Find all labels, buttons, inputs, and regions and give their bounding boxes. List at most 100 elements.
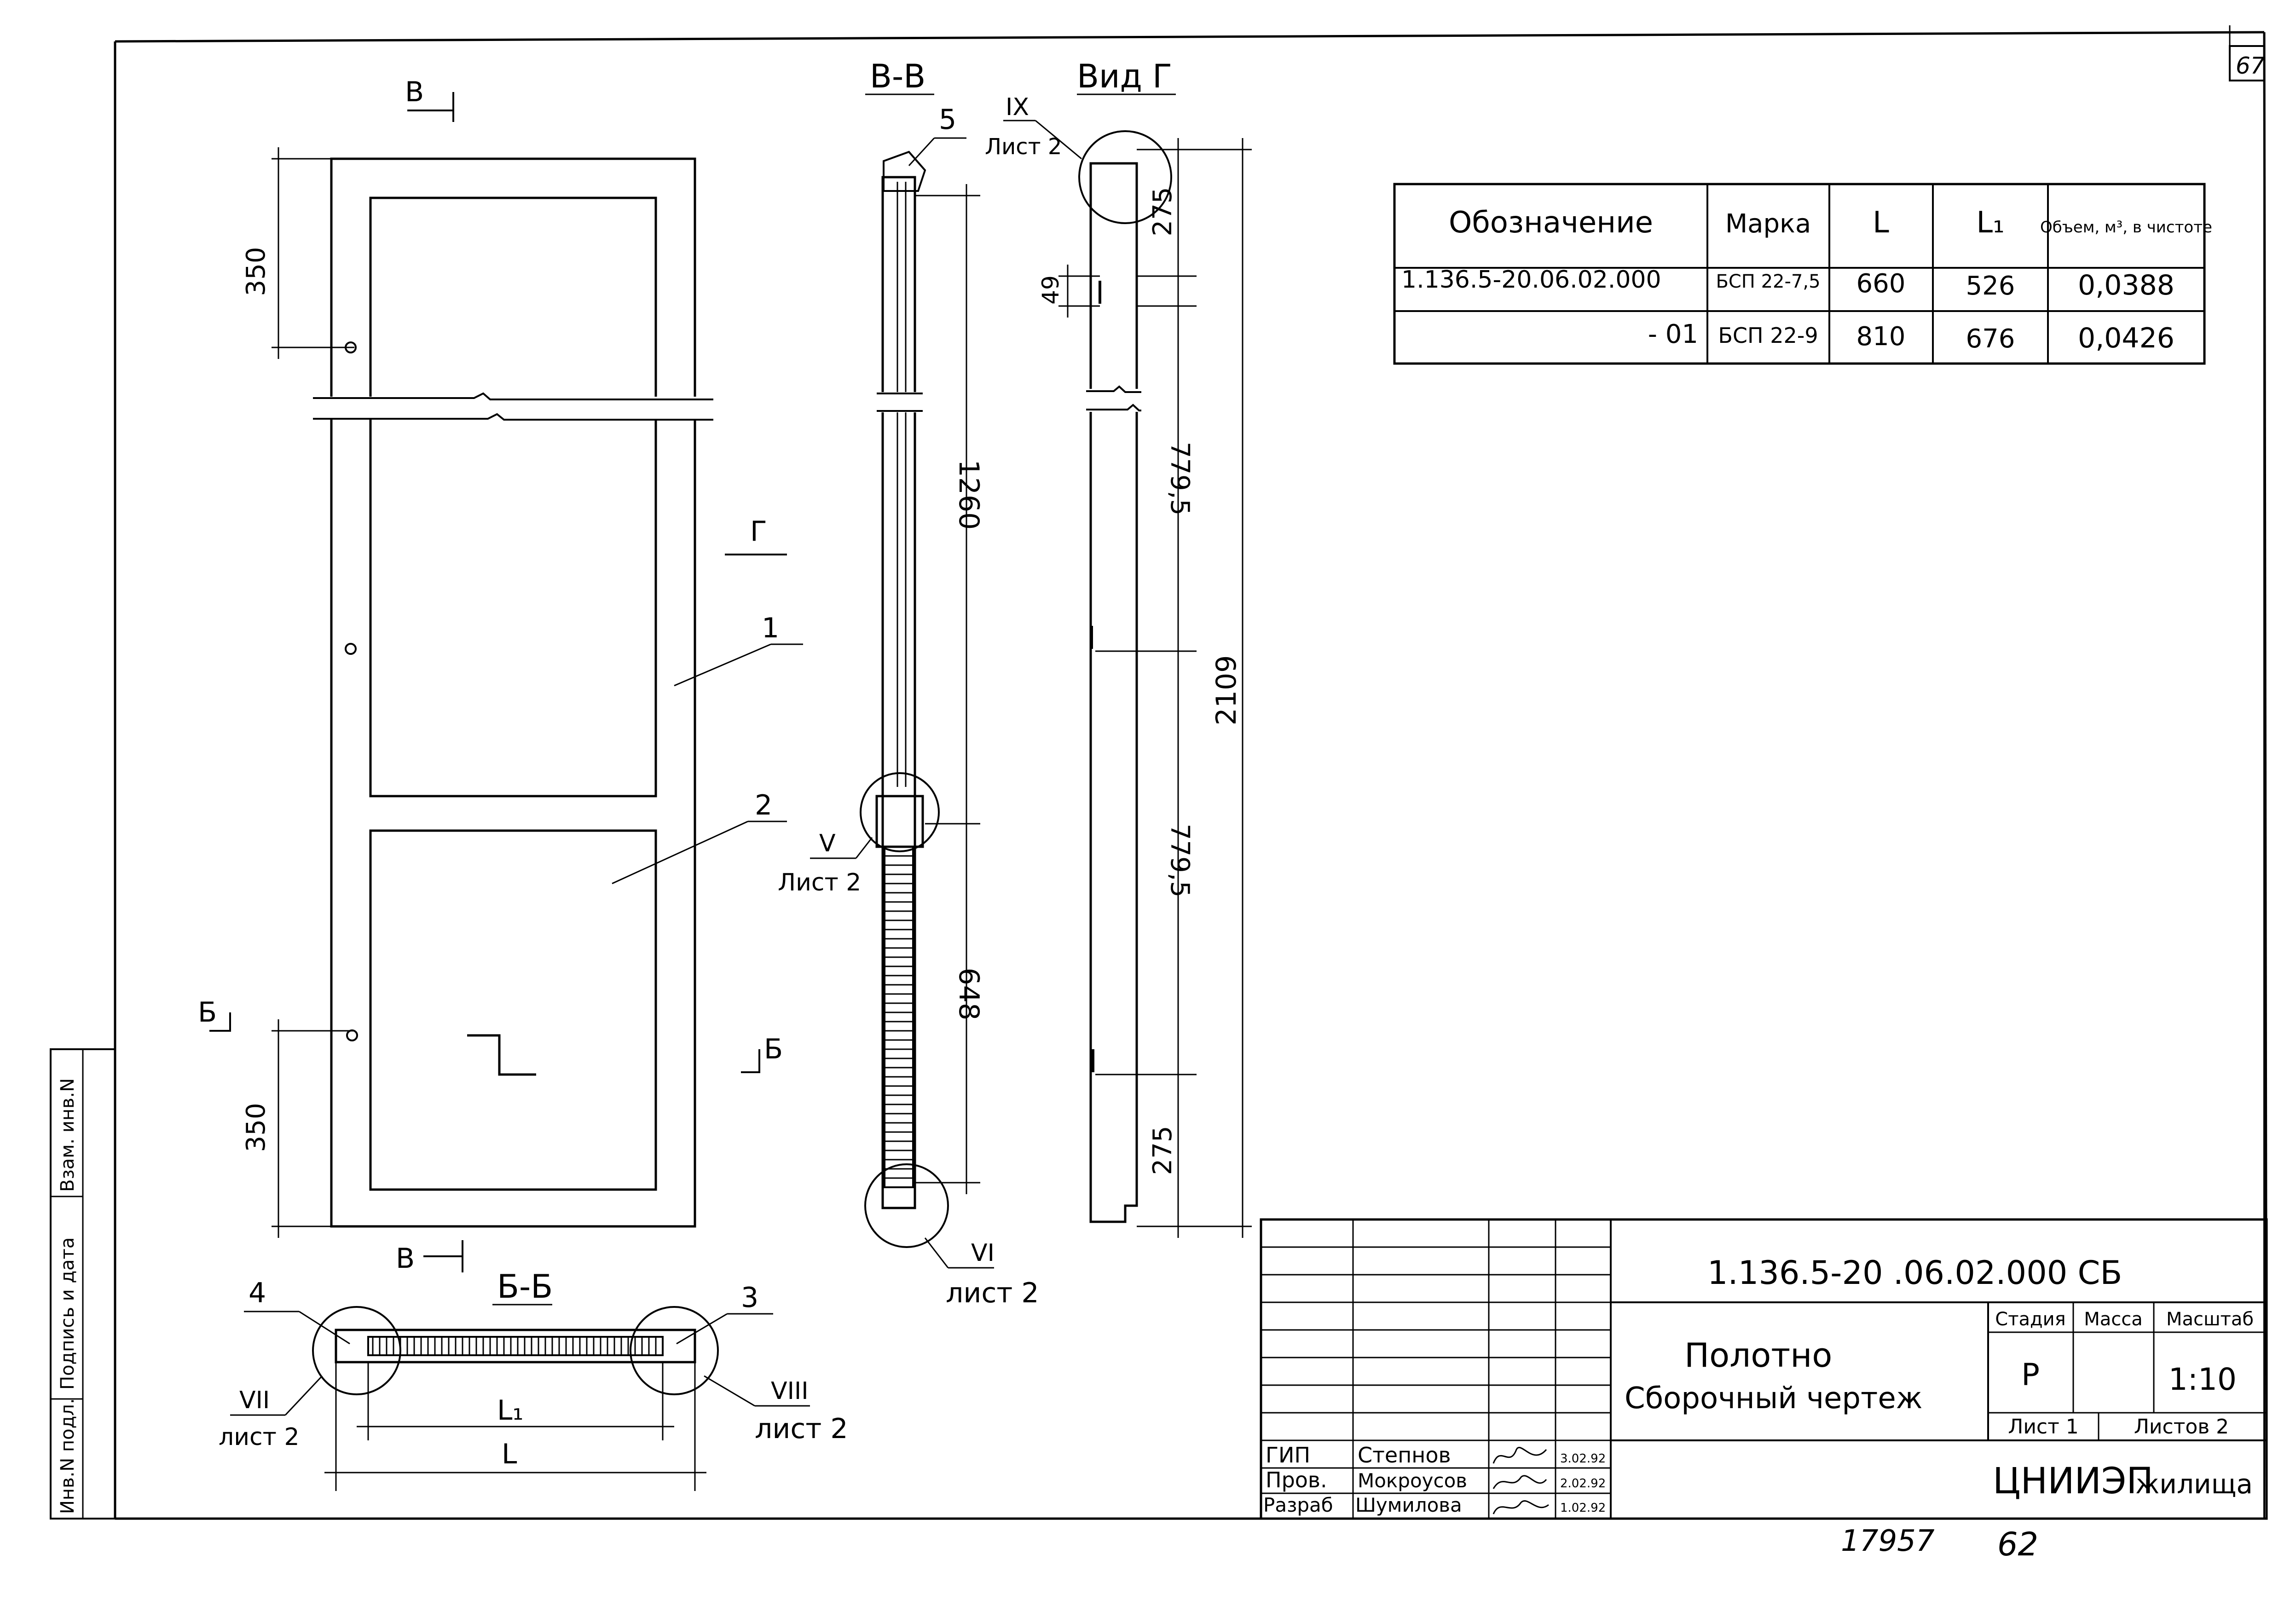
side-stamp-inv-label: Инв.N подл.: [57, 1398, 78, 1514]
detail-vi-sheet: лист 2: [946, 1277, 1039, 1309]
detail-vii-circle: [312, 1306, 401, 1395]
spec-row2-l: 810: [1856, 322, 1906, 352]
dim-779-top: 779,5: [1165, 442, 1195, 515]
dim-275-top: 275: [1148, 187, 1178, 237]
signature-1: [1492, 1447, 1547, 1464]
spec-row1-l1: 526: [1966, 271, 2015, 301]
spec-header-mark: Марка: [1725, 209, 1811, 239]
view-g-mark: Г: [750, 515, 767, 548]
spec-table: Обозначение Марка L L₁ Объем, м³, в чист…: [1393, 183, 2212, 365]
section-v-mark-top: В: [405, 76, 424, 108]
doc-name-line2: Сборочный чертеж: [1625, 1381, 1922, 1416]
section-bb: Б-Б 4 3 L₁ L VII лист 2 VIII лист 2: [219, 1268, 848, 1491]
signer-role-2: Пров.: [1266, 1468, 1327, 1492]
hinge-hole-bottom: [346, 1029, 358, 1041]
sheets-label: Листов 2: [2134, 1415, 2229, 1439]
section-vv: В-В 5 1260 648 IX Лист 2 V: [778, 58, 1172, 1309]
signer-role-1: ГИП: [1266, 1443, 1310, 1468]
side-stamp-sign-label: Подпись и дата: [57, 1237, 78, 1390]
spec-header-l: L: [1873, 206, 1889, 240]
mass-label: Масса: [2084, 1309, 2143, 1330]
scale-value: 1:10: [2169, 1362, 2237, 1397]
view-g: Вид Г 275 779,5 779,5 275 49 2109: [1037, 58, 1252, 1238]
signer-date-2: 2.02.92: [1560, 1477, 1606, 1491]
section-bb-hatch: [372, 1337, 657, 1355]
signer-role-3: Разраб: [1263, 1494, 1333, 1516]
stage-label: Стадия: [1995, 1309, 2065, 1330]
lower-panel-hatch: [885, 855, 913, 1179]
section-b-mark-right: Б: [764, 1033, 783, 1065]
front-view: 350 350 Б Б В В Г 1 2: [198, 76, 803, 1275]
doc-name-line1: Полотно: [1684, 1336, 1832, 1375]
callout-5: 5: [939, 104, 956, 136]
spec-row2-l1: 676: [1966, 324, 2015, 354]
org-main: ЦНИИЭП: [1993, 1461, 2153, 1502]
dim-779-bottom: 779,5: [1165, 824, 1195, 897]
callout-1: 1: [762, 612, 779, 644]
detail-ix-circle: [1078, 130, 1172, 224]
footer-right-number: 62: [1997, 1526, 2038, 1563]
side-stamp: Инв.N подл. Подпись и дата Взам. инв.N: [50, 1048, 116, 1520]
detail-vi-label: VI: [971, 1239, 995, 1267]
signer-date-3: 1.02.92: [1560, 1501, 1606, 1515]
spec-header-designation: Обозначение: [1449, 206, 1653, 240]
dim-1260: 1260: [953, 460, 985, 530]
doc-code: 1.136.5-20 .06.02.000 СБ: [1707, 1254, 2122, 1292]
detail-v-label: V: [819, 830, 836, 857]
spec-row2-designation: - 01: [1648, 319, 1698, 349]
sheet-label: Лист 1: [2008, 1415, 2078, 1439]
view-g-title: Вид Г: [1077, 58, 1172, 95]
stage-value: Р: [2021, 1357, 2040, 1393]
detail-vii-label: VII: [239, 1387, 270, 1414]
callout-4: 4: [249, 1277, 266, 1309]
title-block: 1.136.5-20 .06.02.000 СБ Полотно Сборочн…: [1260, 1218, 2268, 1520]
detail-ix-sheet: Лист 2: [985, 134, 1062, 160]
dim-648: 648: [953, 968, 985, 1021]
door-leaf-outline: [330, 157, 696, 1228]
section-bb-title: Б-Б: [497, 1268, 553, 1306]
detail-v-sheet: Лист 2: [778, 869, 861, 896]
spec-row1-volume: 0,0388: [2078, 269, 2175, 301]
signer-name-2: Мокроусов: [1358, 1469, 1467, 1492]
spec-row1-l: 660: [1856, 269, 1906, 299]
scale-label: Масштаб: [2166, 1309, 2254, 1330]
dim-2109: 2109: [1210, 655, 1243, 726]
callout-2: 2: [755, 789, 772, 821]
detail-viii-label: VIII: [771, 1377, 809, 1405]
detail-viii-circle: [630, 1306, 719, 1395]
sheet-frame: 67: [114, 25, 2268, 1520]
signer-name-1: Степнов: [1358, 1443, 1451, 1468]
detail-v-circle: [860, 772, 940, 852]
spec-row2-volume: 0,0426: [2078, 322, 2175, 354]
org-sub: жилища: [2135, 1468, 2253, 1500]
callout-3: 3: [741, 1282, 758, 1314]
detail-vi-circle: [864, 1163, 949, 1248]
section-b-mark-left: Б: [198, 996, 217, 1029]
lower-panel: [369, 829, 657, 1191]
detail-vii-sheet: лист 2: [219, 1423, 300, 1451]
spec-row1-mark: БСП 22-7,5: [1716, 271, 1820, 292]
signer-date-1: 3.02.92: [1560, 1452, 1606, 1466]
spec-header-l1: L₁: [1976, 206, 2004, 240]
side-stamp-replace-label: Взам. инв.N: [57, 1078, 78, 1192]
hinge-hole-middle: [345, 643, 357, 655]
section-v-mark-bottom: В: [396, 1242, 415, 1275]
signature-3: [1492, 1500, 1549, 1514]
signer-name-3: Шумилова: [1355, 1494, 1462, 1516]
sheet-corner-number: 67: [2236, 52, 2265, 79]
section-vv-title: В-В: [870, 58, 925, 95]
dim-l: L: [502, 1438, 517, 1470]
dim-275-bottom: 275: [1148, 1126, 1178, 1175]
spec-header-volume: Объем, м³, в чистоте: [2040, 218, 2212, 237]
dim-l1: L₁: [497, 1394, 523, 1427]
detail-ix-label: IX: [1006, 93, 1029, 121]
front-dim-top: 350: [241, 247, 271, 296]
spec-row1-designation: 1.136.5-20.06.02.000: [1401, 266, 1661, 294]
dim-49: 49: [1037, 275, 1064, 305]
upper-panel: [369, 196, 657, 797]
detail-viii-sheet: лист 2: [755, 1413, 848, 1445]
spec-row2-mark: БСП 22-9: [1718, 323, 1818, 348]
front-dim-bottom: 350: [241, 1103, 271, 1152]
signature-2: [1492, 1475, 1547, 1489]
